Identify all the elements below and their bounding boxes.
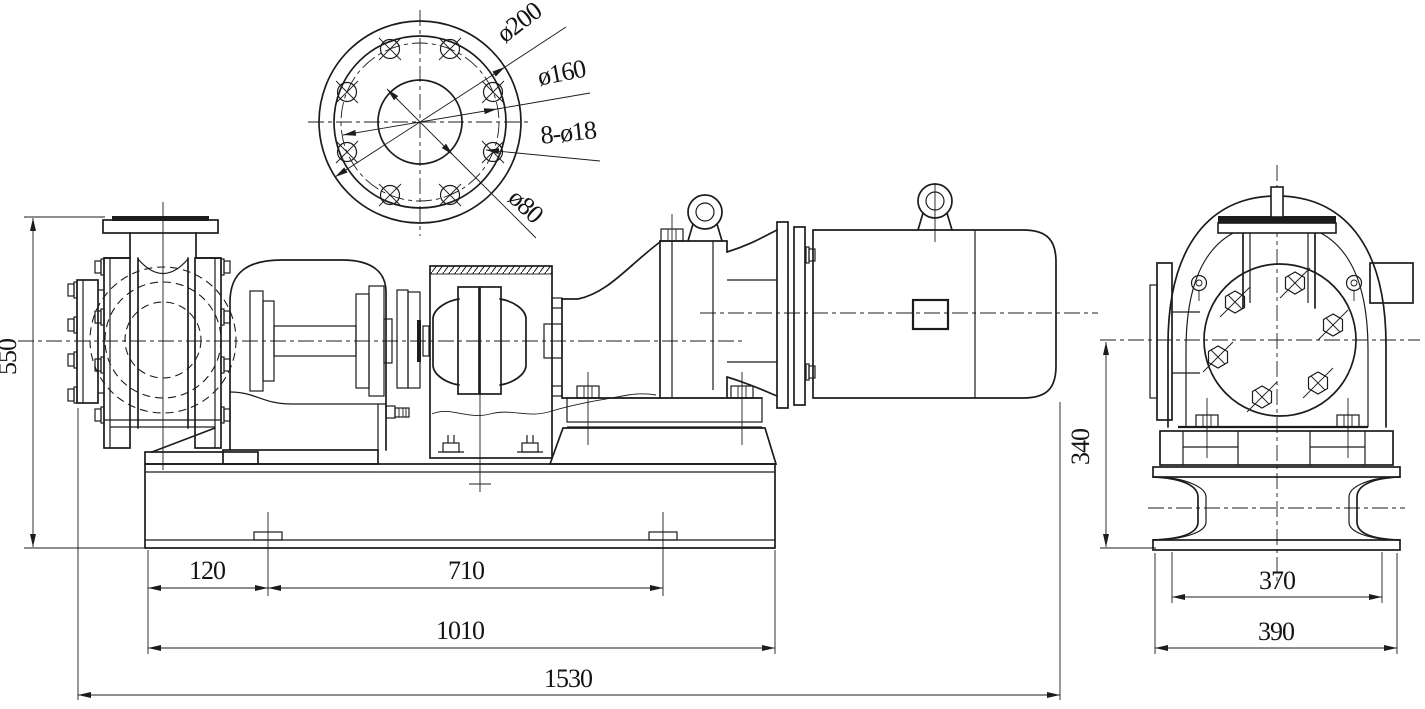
guard-hatch-band xyxy=(429,265,553,275)
casing-foot-gusset xyxy=(151,427,216,453)
gear-drive-unit xyxy=(543,194,816,465)
flange-outer-diameter-label: ø200 xyxy=(491,0,548,48)
coupling-guard xyxy=(429,265,657,492)
base-width-dimension-label: 390 xyxy=(1258,617,1295,646)
grease-nipple xyxy=(385,405,410,419)
shaft xyxy=(273,325,357,357)
motor-body xyxy=(812,229,1057,399)
cover-hex-bolt xyxy=(1279,267,1311,299)
cover-bolt xyxy=(67,316,78,334)
overall-height-dimension-label: 550 xyxy=(0,338,22,375)
cover-bolt xyxy=(67,351,78,369)
cover-hex-bolt xyxy=(1246,381,1278,413)
pump-front-cover xyxy=(76,279,99,404)
guard-anchor-bolt xyxy=(438,435,464,453)
cover-bolt xyxy=(67,386,78,404)
dimensions: 550 120 710 1010 1530 340 370 390 xyxy=(0,216,1398,700)
cover-hex-bolt xyxy=(1202,341,1234,373)
pedestal-width-dimension-label: 370 xyxy=(1259,566,1296,595)
drive-foot-plate xyxy=(566,397,763,423)
casing-bolt xyxy=(220,406,231,424)
pedestal-base-flange xyxy=(1152,539,1401,551)
cover-bolt xyxy=(67,281,78,299)
drive-pedestal xyxy=(548,427,778,465)
cover-hex-bolt xyxy=(1219,286,1251,318)
pump-casing xyxy=(67,216,259,465)
anchor-offset-dimension-label: 120 xyxy=(189,556,226,585)
casing-left-flange-plate xyxy=(103,257,131,449)
drive-lifting-eye xyxy=(687,194,723,242)
baseplate-length-dimension-label: 1010 xyxy=(436,616,485,645)
motor-mounting-flange xyxy=(776,221,789,409)
side-port-block xyxy=(1369,262,1414,304)
pump-cover-circle xyxy=(1203,263,1357,417)
suction-flange-side xyxy=(1156,262,1173,421)
bore-diameter-leader-ext xyxy=(452,154,537,239)
electric-motor xyxy=(812,183,1057,399)
flange-bolt-circle-label: ø160 xyxy=(535,54,589,92)
casing-foot-plate xyxy=(144,451,259,465)
bearing-frame xyxy=(222,259,430,465)
flange-raised-face-circle xyxy=(333,35,507,209)
rotor-hidden-circle-mid xyxy=(104,281,222,399)
shaft-height-dimension-label: 340 xyxy=(1066,428,1095,465)
flange-bolt-holes-label: 8-ø18 xyxy=(539,115,598,150)
casing-bolt xyxy=(94,308,105,326)
guard-anchor-bolt xyxy=(517,435,543,453)
cover-hex-bolt xyxy=(1302,367,1334,399)
casing-bolt xyxy=(220,356,231,374)
rotor-hidden-circle-inner xyxy=(124,301,202,379)
rotor-hidden-circle-outer xyxy=(89,266,237,414)
vent-plug xyxy=(1190,274,1208,302)
discharge-flange xyxy=(1217,222,1337,234)
overall-length-dimension-label: 1530 xyxy=(544,664,593,693)
outer-diameter-leader-ext xyxy=(504,26,567,68)
bolt-holes-leader xyxy=(485,148,601,162)
end-view-pedestal xyxy=(1152,398,1401,551)
baseplate xyxy=(144,463,776,549)
discharge-flange-face xyxy=(1218,216,1336,223)
casing-bolt xyxy=(94,406,105,424)
discharge-stub xyxy=(1270,186,1284,218)
vent-plug xyxy=(1345,274,1363,302)
shaft-coupling-hub xyxy=(417,320,421,362)
flange-detail-view: ø200 ø160 8-ø18 ø80 xyxy=(308,0,601,239)
flange-outer-circle xyxy=(318,20,522,224)
cover-hex-bolt xyxy=(1317,309,1349,341)
pump-assembly-side-view xyxy=(18,183,1098,549)
bore-diameter-leader xyxy=(386,88,454,156)
bearing-end-flange xyxy=(396,289,409,389)
anchor-spacing-dimension-label: 710 xyxy=(448,556,485,585)
coupling xyxy=(432,286,527,492)
guard-break-line xyxy=(431,393,657,416)
casing-bolt xyxy=(94,356,105,374)
pedestal-top-flange xyxy=(1152,466,1401,478)
pump-end-view xyxy=(1100,165,1420,585)
motor-terminal-box xyxy=(911,298,950,331)
casing-bolt xyxy=(220,258,231,276)
bolt-circle-leader-ext xyxy=(496,92,591,110)
flange-bore-diameter-label: ø80 xyxy=(503,183,550,229)
casing-bolt xyxy=(94,258,105,276)
casing-bolt xyxy=(220,308,231,326)
casing-right-flange-plate xyxy=(194,257,222,449)
end-view-housing xyxy=(1149,186,1414,428)
suction-flange-face xyxy=(112,216,209,221)
